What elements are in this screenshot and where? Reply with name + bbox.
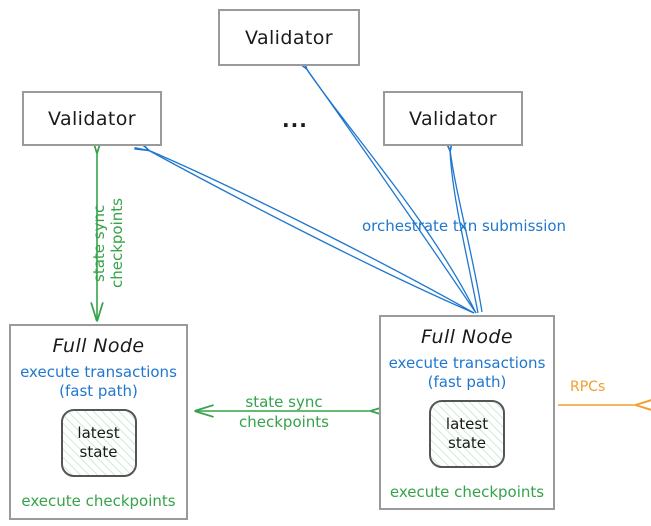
full-node-left-latest-state-line1: latest (77, 423, 120, 442)
validator-left-label: Validator (48, 107, 136, 130)
validator-right-label: Validator (409, 107, 497, 130)
full-node-right-latest-state-line2: state (448, 433, 486, 452)
validator-left-box[interactable]: Validator (22, 91, 162, 146)
full-node-left-box[interactable]: Full Node execute transactions (fast pat… (9, 324, 188, 520)
state-sync-horizontal-label-line1: state sync (245, 393, 323, 411)
full-node-left-execute-checkpoints-label: execute checkpoints (21, 491, 176, 510)
validator-top-label: Validator (245, 26, 333, 49)
validators-ellipsis: ... (282, 108, 308, 132)
state-sync-horizontal-label-line2: checkpoints (239, 413, 329, 431)
rpcs-label: RPCs (570, 379, 606, 395)
full-node-right-fastpath-line2: (fast path) (427, 372, 507, 391)
full-node-left-latest-state-box[interactable]: latest state (60, 408, 137, 477)
full-node-right-latest-state-line1: latest (445, 414, 489, 433)
full-node-right-latest-state-box[interactable]: latest state (429, 399, 505, 468)
full-node-right-box[interactable]: Full Node execute transactions (fast pat… (379, 315, 555, 510)
full-node-left-fastpath-line2: (fast path) (59, 381, 138, 400)
orchestrate-txn-submission-label: orchestrate txn submission (362, 217, 567, 235)
full-node-right-execute-checkpoints-label: execute checkpoints (389, 482, 545, 501)
full-node-left-fastpath-line1: execute transactions (20, 363, 177, 381)
full-node-right-fastpath-line1: execute transactions (388, 354, 546, 372)
state-sync-vertical-label-line2: checkpoints (108, 198, 126, 288)
full-node-left-title: Full Node (52, 335, 145, 357)
state-sync-vertical-label-line1: state sync (90, 204, 108, 282)
full-node-right-title: Full Node (421, 326, 513, 348)
full-node-left-latest-state-line2: state (79, 442, 118, 461)
validator-top-box[interactable]: Validator (218, 9, 360, 66)
validator-right-box[interactable]: Validator (383, 91, 523, 146)
